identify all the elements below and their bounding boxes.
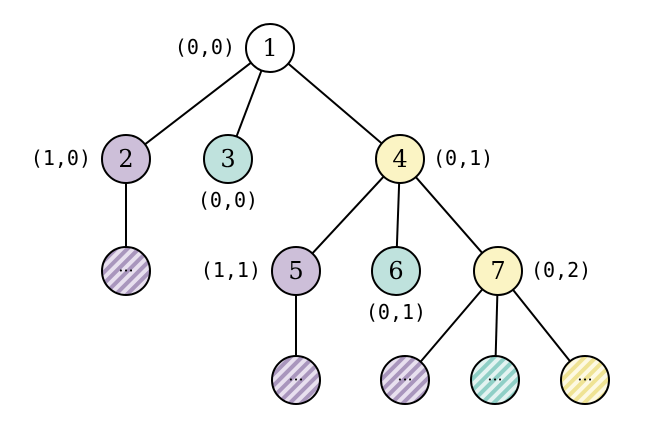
node-number-label: 5 [288,257,303,285]
node-circle [245,23,295,73]
node-circle [371,246,421,296]
node-number-label: 7 [490,257,505,285]
node-number-label: 6 [388,257,403,285]
node-number-label: 2 [118,145,133,173]
tree-node-2a: ··· [101,246,151,296]
tree-node-5a: ··· [271,355,321,405]
node-ellipsis-label: ··· [397,370,412,389]
node-number-label: 1 [262,34,277,62]
tree-node-5: 5 (1,1) [201,246,321,296]
node-circle [560,355,610,405]
edge-4-6 [395,182,401,248]
node-ellipsis-label: ··· [487,370,502,389]
tree-node-7b: ··· [470,355,520,405]
tree-node-4: 4 (0,1) [375,134,493,184]
node-coordinate-label: (0,1) [366,300,426,324]
edge-4-7 [415,176,483,254]
tree-node-3: 3 (0,0) [198,134,258,212]
node-circle [101,134,151,184]
node-circle [375,134,425,184]
tree-node-1: 1 (0,0) [175,23,295,73]
node-circle [380,355,430,405]
tree-nodes: 1 (0,0) 2 (1,0) 3 (0,0) 4 (0,1) 5 (1,1) 6 (0,1) 7 (0,… [31,23,610,405]
node-coordinate-label: (0,1) [433,146,493,170]
node-ellipsis-label: ··· [577,370,592,389]
node-coordinate-label: (1,0) [31,146,91,170]
node-circle [203,134,253,184]
node-coordinate-label: (0,0) [175,35,235,59]
node-coordinate-label: (0,2) [531,258,591,282]
node-circle [271,355,321,405]
tree-node-7c: ··· [560,355,610,405]
node-coordinate-label: (0,0) [198,188,258,212]
tree-node-6: 6 (0,1) [366,246,426,324]
node-circle [101,246,151,296]
node-number-label: 3 [220,145,235,173]
edge-7-7c [512,289,571,362]
edge-7-7b [494,294,499,357]
node-circle [473,246,523,296]
node-ellipsis-label: ··· [288,370,303,389]
edge-1-2 [144,61,252,146]
edge-7-7a [419,288,484,363]
tree-edges [125,61,571,363]
node-coordinate-label: (1,1) [201,258,261,282]
edge-4-5 [311,175,385,255]
node-circle [470,355,520,405]
node-number-label: 4 [392,145,407,173]
edge-1-4 [287,62,383,145]
edge-1-3 [235,70,263,137]
node-circle [271,246,321,296]
tree-node-2: 2 (1,0) [31,134,151,184]
node-ellipsis-label: ··· [118,261,133,280]
tree-node-7a: ··· [380,355,430,405]
tree-node-7: 7 (0,2) [473,246,591,296]
